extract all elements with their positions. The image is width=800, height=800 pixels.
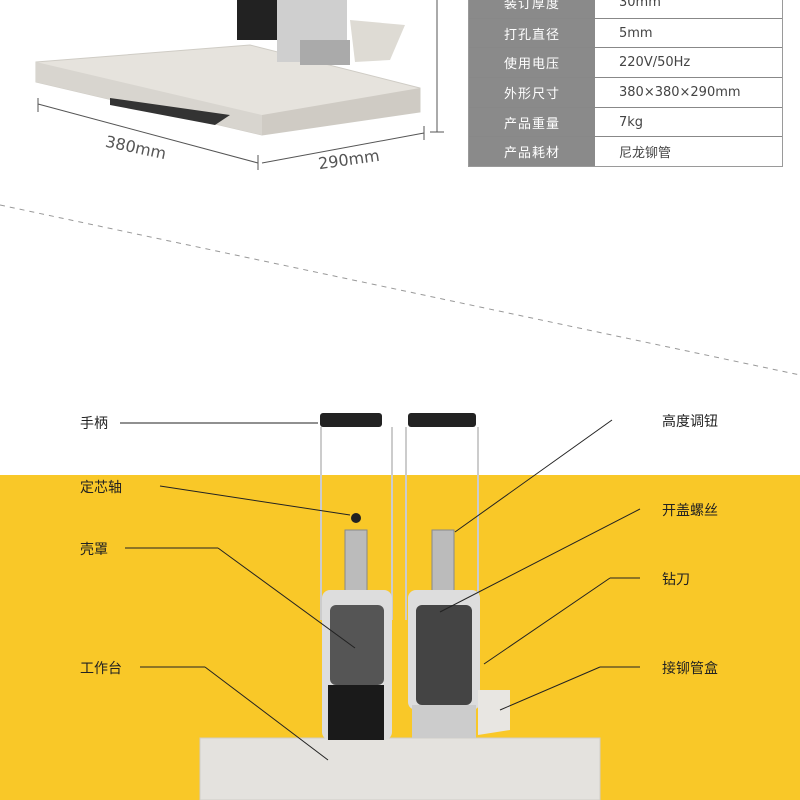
label-worktable: 工作台: [80, 661, 122, 677]
label-cover-screw: 开盖螺丝: [662, 503, 718, 519]
label-tube-box: 接铆管盒: [662, 661, 718, 677]
spec-value: 30mm: [619, 0, 661, 11]
dashed-divider: [0, 204, 800, 376]
label-core-shaft: 定芯轴: [80, 480, 122, 496]
callout-lines: [120, 419, 641, 761]
machine-top-view: [35, 0, 421, 136]
spec-value: 380×380×290mm: [619, 84, 741, 100]
spec-label: 打孔直径: [469, 18, 595, 48]
spec-row: 产品重量 7kg: [469, 106, 782, 137]
spec-value: 220V/50Hz: [619, 55, 691, 71]
spec-value: 7kg: [619, 114, 644, 130]
spec-value: 尼龙铆管: [619, 146, 672, 162]
spec-row: 装订厚度 30mm: [469, 0, 782, 18]
label-cover: 壳罩: [80, 542, 108, 558]
spec-row: 使用电压 220V/50Hz: [469, 47, 782, 78]
spec-table: 装订厚度 30mm 打孔直径 5mm 使用电压 220V/50Hz 外形尺寸 380×3…: [468, 0, 783, 168]
spec-row: 产品耗材 尼龙铆管: [469, 136, 782, 167]
label-drill-bit: 钻刀: [662, 572, 690, 588]
spec-value: 5mm: [619, 25, 653, 41]
spec-row: 外形尺寸 380×380×290mm: [469, 77, 782, 107]
label-height-knob: 高度调钮: [662, 414, 718, 430]
machine-front-view: [199, 413, 601, 800]
spec-label: 产品重量: [469, 107, 595, 137]
spec-label: 使用电压: [469, 48, 595, 78]
label-handle: 手柄: [80, 416, 108, 432]
spec-label: 外形尺寸: [469, 78, 595, 107]
spec-label: 装订厚度: [469, 0, 595, 18]
dimension-lines: [37, 0, 444, 170]
spec-label: 产品耗材: [469, 137, 595, 167]
spec-row: 打孔直径 5mm: [469, 17, 782, 48]
